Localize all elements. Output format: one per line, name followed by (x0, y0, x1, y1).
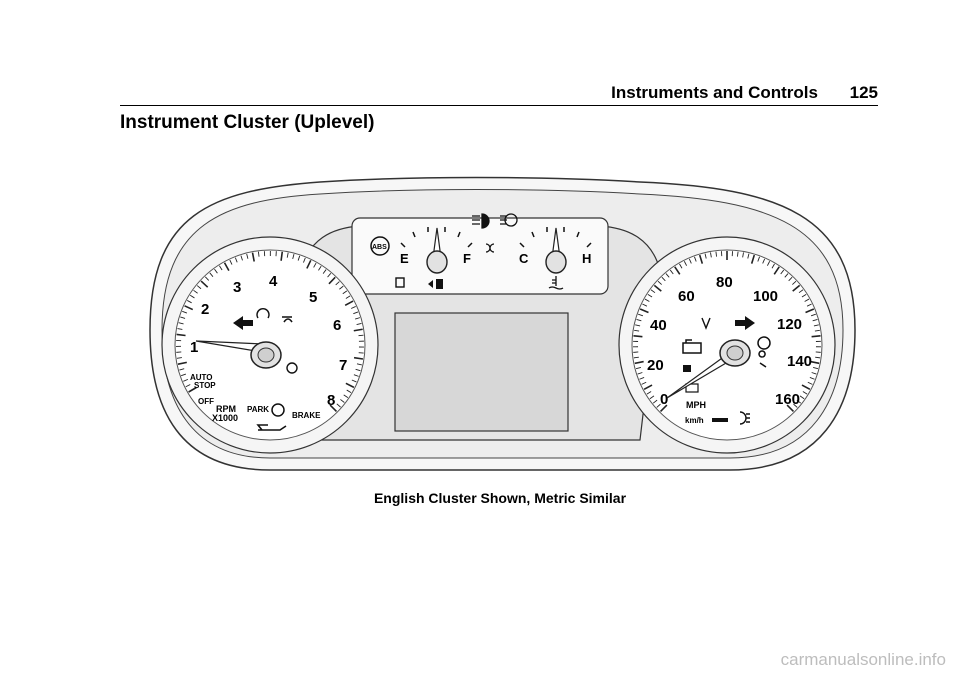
fuel-full-label: F (463, 251, 471, 266)
auto-stop-label: STOP (194, 381, 216, 390)
dial-tick (359, 335, 364, 336)
speed-number-140: 140 (787, 353, 812, 370)
dial-tick (812, 336, 821, 337)
tach-number-5: 5 (309, 289, 317, 306)
dial-tick (737, 252, 738, 257)
mph-label: MPH (686, 400, 706, 410)
tach-number-4: 4 (269, 273, 278, 290)
tachometer: 1 2 3 4 5 6 7 8 AUTO STOP OFF RPM X1000 … (162, 237, 378, 453)
speed-number-0: 0 (660, 391, 668, 408)
trailer-icon (712, 418, 728, 422)
figure-caption: English Cluster Shown, Metric Similar (300, 490, 700, 506)
tach-number-7: 7 (339, 357, 347, 374)
tach-number-2: 2 (201, 301, 209, 318)
speed-number-20: 20 (647, 357, 664, 374)
speed-number-160: 160 (775, 391, 800, 408)
speed-number-80: 80 (716, 274, 733, 291)
speed-number-100: 100 (753, 288, 778, 305)
temp-cold-label: C (519, 251, 529, 266)
dial-tick (633, 336, 642, 337)
tach-number-6: 6 (333, 317, 341, 334)
kmh-label: km/h (685, 416, 704, 425)
speed-number-120: 120 (777, 316, 802, 333)
dial-tick (258, 252, 259, 257)
tach-number-3: 3 (233, 279, 241, 296)
speed-number-60: 60 (678, 288, 695, 305)
dial-tick (177, 334, 186, 335)
tach-number-8: 8 (327, 392, 335, 409)
fuel-empty-label: E (400, 251, 409, 266)
watermark: carmanualsonline.info (781, 650, 946, 670)
door-ajar-icon (683, 365, 691, 372)
off-label: OFF (198, 397, 214, 406)
center-display-screen (395, 313, 568, 431)
speedometer: 0 20 40 60 80 100 120 140 160 MPH km/h (619, 237, 835, 453)
brake-label: BRAKE (292, 411, 321, 420)
speed-number-40: 40 (650, 317, 667, 334)
x1000-label: X1000 (212, 413, 238, 423)
park-label: PARK (247, 405, 269, 414)
dial-tick (716, 252, 717, 257)
temp-hot-label: H (582, 251, 591, 266)
abs-label: ABS (372, 244, 387, 251)
info-panel (352, 218, 608, 294)
